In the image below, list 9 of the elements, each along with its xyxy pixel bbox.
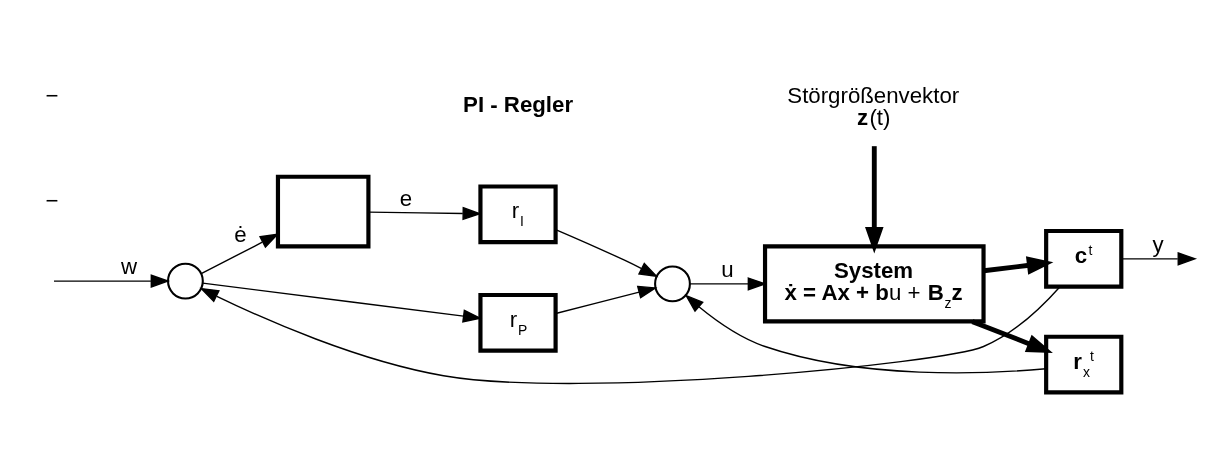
edge-label: y <box>1152 231 1164 257</box>
label: PI - Regler <box>463 91 574 117</box>
edge-label: u <box>721 256 734 282</box>
label: − <box>45 82 59 108</box>
node-text: Störgrößenvektor z(t) <box>787 82 960 130</box>
edge-label: e <box>399 185 413 211</box>
label: − <box>45 187 59 213</box>
edge-label: w <box>121 253 138 279</box>
edge-label: ė <box>234 221 247 247</box>
